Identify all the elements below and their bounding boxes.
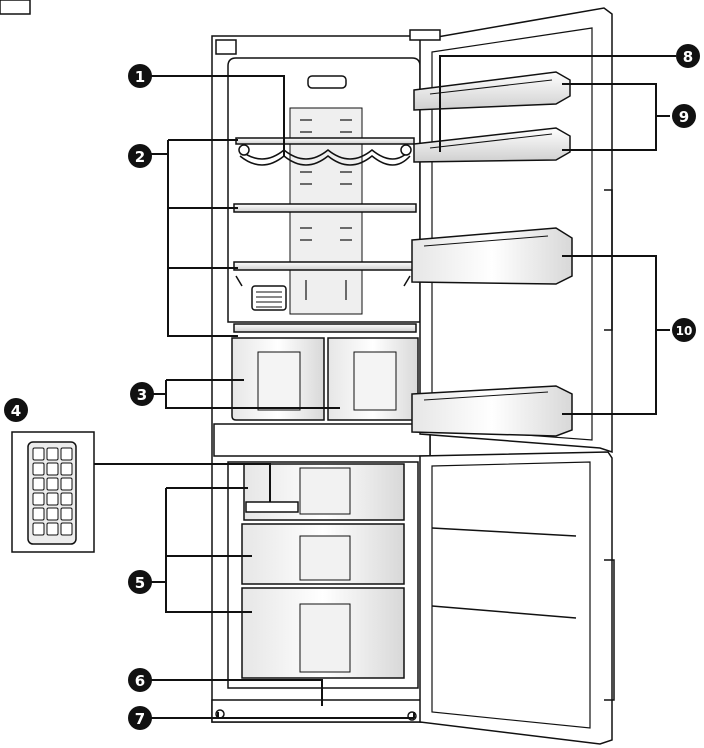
callout-badge-3 (130, 382, 154, 406)
ice-cube-cell (60, 477, 73, 491)
ice-cube-cell (46, 477, 59, 491)
leader-lines (94, 55, 676, 719)
callout-badge-6 (128, 668, 152, 692)
callout-badge-7 (128, 706, 152, 730)
freezer-door (419, 451, 615, 745)
door-bins-large (411, 227, 573, 437)
callout-badge-5 (128, 570, 152, 594)
ice-cube-cell (32, 462, 45, 476)
callout-number-5: 5 (135, 574, 145, 592)
ice-cube-cell (32, 522, 45, 536)
ice-cube-cell (32, 447, 45, 461)
compartment-divider (213, 423, 431, 457)
callout-number-3: 3 (137, 386, 147, 404)
callout-10: 10 (672, 318, 696, 342)
callout-1: 1 (128, 64, 152, 88)
callout-number-8: 8 (683, 48, 693, 66)
callout-number-2: 2 (135, 148, 145, 166)
freezer-compartment (211, 461, 431, 723)
callout-7: 7 (128, 706, 152, 730)
callout-badge-1 (128, 64, 152, 88)
ice-cube-cell (46, 447, 59, 461)
callout-number-6: 6 (135, 672, 145, 690)
wine-rack (235, 137, 415, 166)
callout-6: 6 (128, 668, 152, 692)
ice-tray-inset (11, 431, 95, 553)
callout-number-1: 1 (135, 68, 145, 86)
ice-cube-cell (60, 522, 73, 536)
ice-cube-cell (32, 477, 45, 491)
crisper-drawers (231, 337, 419, 421)
ice-cube-cell (46, 492, 59, 506)
callout-8: 8 (676, 44, 700, 68)
callout-number-4: 4 (11, 402, 21, 420)
callout-2: 2 (128, 144, 152, 168)
callout-5: 5 (128, 570, 152, 594)
callout-number-7: 7 (135, 710, 145, 728)
callout-badge-2 (128, 144, 152, 168)
door-bins-small (413, 71, 571, 163)
callout-badge-10 (672, 318, 696, 342)
ice-cube-cell (32, 507, 45, 521)
ice-cube-cell (46, 522, 59, 536)
ice-cube-cell (60, 507, 73, 521)
callout-badge-4 (4, 398, 28, 422)
callout-markers: 1 2 3 4 5 6 7 8 9 10 (4, 44, 700, 730)
callout-3: 3 (130, 382, 154, 406)
ice-cube-cell (46, 507, 59, 521)
callout-number-9: 9 (679, 108, 689, 126)
ice-cube-cell (32, 492, 45, 506)
ice-cube-cell (46, 462, 59, 476)
callout-badge-8 (676, 44, 700, 68)
page-corner-tab (0, 0, 31, 15)
callout-4: 4 (4, 398, 28, 422)
callout-9: 9 (672, 104, 696, 128)
ice-cube-cell (60, 447, 73, 461)
ice-cube-cell (60, 462, 73, 476)
callout-number-10: 10 (676, 324, 693, 338)
ice-cube-cell (60, 492, 73, 506)
callout-badge-9 (672, 104, 696, 128)
